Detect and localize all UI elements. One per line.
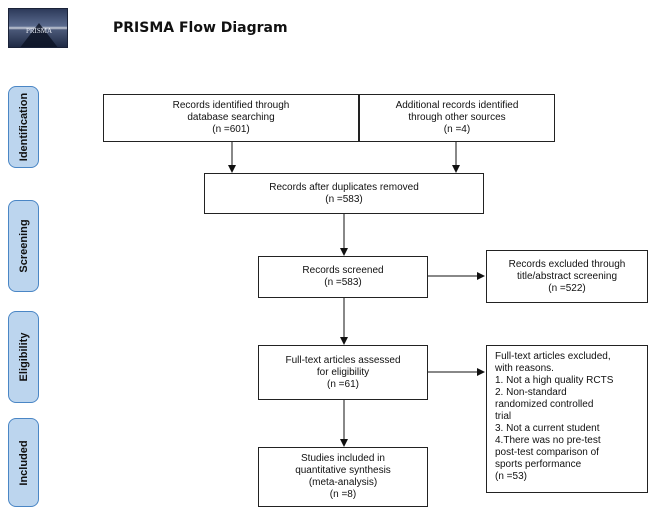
stage-screening: Screening bbox=[8, 200, 39, 292]
box-line: Studies included in bbox=[301, 453, 385, 464]
box-other-sources: Additional records identified through ot… bbox=[359, 94, 555, 142]
box-line: Records identified through bbox=[172, 100, 290, 111]
box-line: Records after duplicates removed bbox=[269, 181, 419, 193]
box-line: database searching bbox=[187, 112, 275, 123]
box-database-search: Records identified through database sear… bbox=[103, 94, 359, 142]
box-fulltext-excluded: Full-text articles excluded, with reason… bbox=[486, 345, 648, 493]
box-line: title/abstract screening bbox=[516, 270, 618, 282]
box-line: (n =522) bbox=[548, 282, 586, 294]
box-line: with reasons. bbox=[495, 363, 554, 374]
prisma-logo: PRISMA bbox=[8, 8, 68, 48]
box-fulltext-assessed: Full-text articles assessed for eligibil… bbox=[258, 345, 428, 400]
box-line: Additional records identified bbox=[395, 100, 519, 111]
box-line: Records excluded through bbox=[508, 258, 626, 270]
box-line: post-test comparison of bbox=[495, 447, 599, 458]
box-line: through other sources bbox=[408, 112, 506, 123]
box-line: sports performance bbox=[495, 459, 582, 470]
box-line: for eligibility bbox=[316, 366, 370, 378]
box-line: (meta-analysis) bbox=[308, 477, 378, 488]
box-line: trial bbox=[495, 411, 512, 422]
stage-included: Included bbox=[8, 418, 39, 507]
box-line: (n =53) bbox=[495, 471, 527, 482]
page-title: PRISMA Flow Diagram bbox=[113, 20, 288, 36]
box-line: 2. Non-standard bbox=[495, 387, 567, 398]
box-line: (n =4) bbox=[443, 124, 471, 135]
stage-identification: Identification bbox=[8, 86, 39, 168]
box-line: 3. Not a current student bbox=[495, 423, 600, 434]
box-line: (n =61) bbox=[327, 378, 359, 390]
box-line: quantitative synthesis bbox=[295, 465, 391, 476]
box-line: Full-text articles assessed bbox=[285, 354, 401, 366]
box-line: 4.There was no pre-test bbox=[495, 435, 601, 446]
box-line: (n =583) bbox=[324, 277, 362, 288]
box-studies-included: Studies included in quantitative synthes… bbox=[258, 447, 428, 507]
box-records-screened: Records screened (n =583) bbox=[258, 256, 428, 298]
box-line: Records screened bbox=[302, 265, 384, 276]
stage-eligibility: Eligibility bbox=[8, 311, 39, 403]
box-line: (n =8) bbox=[329, 489, 357, 500]
box-line: (n =583) bbox=[325, 193, 363, 205]
box-line: randomized controlled bbox=[495, 399, 594, 410]
box-line: Full-text articles excluded, bbox=[495, 351, 611, 362]
logo-text: PRISMA bbox=[26, 27, 52, 35]
box-line: 1. Not a high quality RCTS bbox=[495, 375, 614, 386]
box-line: (n =601) bbox=[212, 124, 250, 135]
box-excluded-title-abstract: Records excluded through title/abstract … bbox=[486, 250, 648, 303]
box-duplicates-removed: Records after duplicates removed (n =583… bbox=[204, 173, 484, 214]
